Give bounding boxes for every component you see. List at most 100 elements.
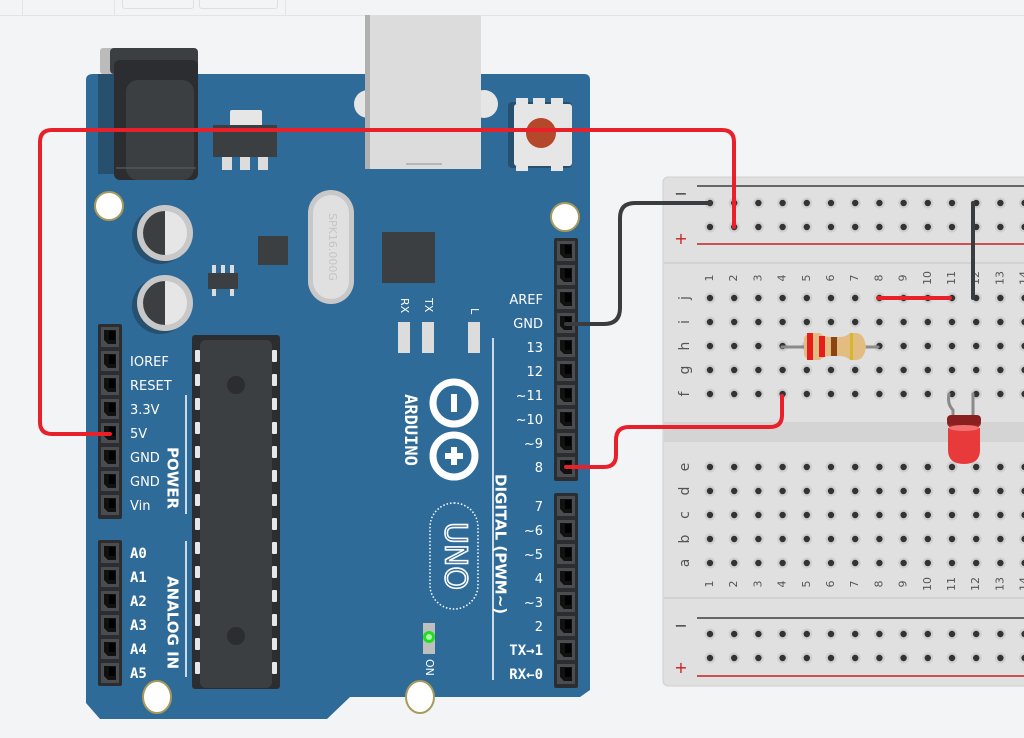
hole-center [1021,630,1024,638]
breadboard-row-label: e [677,463,693,472]
hole-center [900,318,907,326]
hole-center [973,342,980,350]
hole-center [948,342,956,350]
header-socket[interactable] [557,544,575,564]
hole-center [755,630,762,638]
header-socket[interactable] [101,615,119,635]
hole-center [755,559,762,567]
header-socket[interactable] [101,663,119,683]
header-socket[interactable] [101,327,119,347]
header-socket[interactable] [557,289,575,309]
header-socket[interactable] [101,447,119,467]
hole-center [997,318,1004,326]
hole-center [827,223,835,231]
header-socket[interactable] [101,495,119,515]
arduino-uno-board[interactable]: SPK16.000G RX TX L ARDUINO UNO ON [86,15,590,719]
toolbar-divider [114,0,115,15]
header-socket[interactable] [557,592,575,612]
hole-center [948,390,956,398]
header-socket[interactable] [557,433,575,453]
hole-center [900,463,907,471]
header-socket[interactable] [557,664,575,684]
header-socket[interactable] [557,337,575,357]
header-socket[interactable] [101,543,119,563]
power-led-glare [426,634,432,640]
hole-center [876,390,883,398]
rx-led [398,322,410,353]
hole-center [779,199,786,207]
header-socket[interactable] [557,241,575,261]
smd-transistor [208,265,238,296]
wire-gnd-to-minus-rail[interactable] [564,201,712,326]
breadboard-column-label: 12 [969,577,982,591]
header-socket[interactable] [557,385,575,405]
plus-rail-label: + [674,229,687,248]
wire-pin8-to-f4[interactable] [564,394,784,469]
hole-center [706,342,714,350]
uno-badge: UNO [429,502,479,610]
hole-center [997,366,1004,374]
hole-center [948,223,956,231]
header-socket[interactable] [557,265,575,285]
header-socket[interactable] [101,375,119,395]
breadboard-row-label: h [677,342,693,351]
crystal-label: SPK16.000G [326,213,339,281]
hole-center [706,366,714,374]
digital-pin-label: ~10 [516,413,543,428]
hole-center [997,535,1004,543]
header-socket[interactable] [557,640,575,660]
header-socket[interactable] [557,616,575,636]
header-socket[interactable] [101,351,119,371]
analog-pin-label: A0 [130,546,147,562]
toolbar-button[interactable] [122,0,194,9]
header-socket[interactable] [101,567,119,587]
breadboard-column-label: 6 [824,581,837,588]
header-socket[interactable] [101,591,119,611]
digital-pin-label: ~6 [524,524,543,539]
hole-center [973,463,980,471]
power-pin-label: RESET [130,379,172,394]
analog-pin-label: A5 [130,666,147,682]
hole-center [803,223,810,231]
header-socket[interactable] [557,409,575,429]
analog-pin-label: A4 [130,642,147,658]
reset-button[interactable] [508,98,572,171]
header-socket[interactable] [557,496,575,516]
header-socket[interactable] [557,520,575,540]
header-socket[interactable] [557,361,575,381]
toolbar-button[interactable] [199,0,278,9]
hole-center [755,511,762,519]
hole-center [779,535,786,543]
breadboard-column-label: 6 [824,275,837,282]
analog-header-title: ANALOG IN [164,576,182,669]
tx-led [422,322,434,353]
hole-center [997,511,1004,519]
hole-center [852,366,859,374]
digital-pin-label: ~9 [524,437,543,452]
red-led[interactable] [947,392,981,464]
hole-center [803,559,810,567]
atmega-chip [192,335,280,689]
resistor-band [819,336,825,357]
breadboard-column-label: 1 [703,581,716,588]
hole-center [755,223,762,231]
wire-5v-to-plus-rail[interactable] [38,128,736,436]
on-led-label: ON [423,659,436,676]
resistor[interactable] [780,333,880,360]
hole-center [900,199,907,207]
header-socket[interactable] [101,639,119,659]
header-socket[interactable] [101,399,119,419]
hole-center [997,199,1004,207]
hole-center [924,366,931,374]
header-socket[interactable] [101,471,119,491]
header-socket[interactable] [557,568,575,588]
hole-center [924,463,931,471]
hole-center [973,390,980,398]
analog-pin-label: A2 [130,594,147,610]
hole-center [924,199,931,207]
digital-pin-label: GND [513,317,543,332]
hole-center [731,535,738,543]
digital-header-title: DIGITAL (PWM~) [492,474,510,614]
